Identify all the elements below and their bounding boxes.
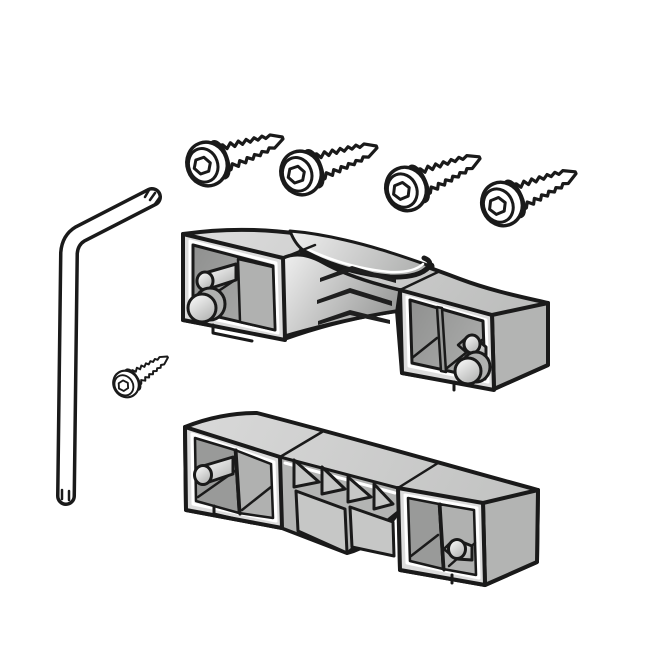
socket-divider: [236, 257, 277, 332]
socket-frame-highlight: [188, 239, 280, 335]
socket-frame-highlight: [403, 493, 481, 580]
frame-step: [211, 323, 254, 343]
fin-tooth: [346, 475, 373, 504]
lower-right-socket: [396, 486, 487, 587]
flex-slot-1: [320, 266, 396, 283]
upper-left-socket: [181, 232, 287, 343]
socket-divider-edge: [234, 448, 242, 516]
pin: [193, 464, 213, 486]
screw-1: [179, 115, 292, 194]
socket-side-face: [490, 301, 550, 391]
scoop-rim: [298, 248, 433, 280]
pin-large: [453, 356, 483, 386]
fin-tooth: [292, 458, 321, 489]
pin: [447, 538, 467, 560]
left-box-top-edge: [278, 430, 324, 459]
interior-edge-1: [410, 336, 439, 360]
frame-step: [212, 504, 254, 525]
screw-2: [273, 124, 386, 203]
lower-left-socket: [183, 425, 284, 530]
hex-end-hatch-bottom: [60, 488, 71, 502]
fin-tooth: [372, 482, 395, 511]
interior-edge-1: [409, 533, 440, 558]
socket-frame-highlight: [405, 295, 490, 384]
screw-3: [377, 135, 490, 219]
interior-edge-2: [240, 485, 273, 512]
fin-tooth: [320, 465, 347, 496]
left-box-top-edge: [281, 243, 317, 260]
fin-wedge: [348, 505, 396, 558]
lower-bracket: [183, 411, 540, 587]
socket-frame-highlight: [190, 432, 278, 523]
allen-key-body: [59, 190, 159, 503]
socket-interior-left: [406, 496, 445, 571]
flex-slot-2: [317, 288, 392, 306]
right-box-top-edge: [398, 270, 440, 292]
screw-4: [473, 150, 586, 234]
right-box-top-edge: [396, 461, 440, 490]
upper-right-socket: [398, 288, 550, 392]
upper-bracket: [181, 227, 550, 392]
fin-wedge: [294, 489, 349, 555]
pin-large: [186, 292, 218, 324]
socket-divider: [435, 305, 448, 374]
allen-key: [56, 187, 162, 506]
screw-small: [107, 344, 177, 404]
right-side-face: [481, 488, 540, 587]
scoop-highlight: [305, 247, 425, 274]
flex-slot-3: [318, 310, 390, 325]
rib-fins: [292, 458, 396, 558]
socket-divider-edge: [438, 502, 446, 572]
hex-end-hatch-top: [143, 188, 162, 206]
pin-small: [462, 333, 482, 355]
